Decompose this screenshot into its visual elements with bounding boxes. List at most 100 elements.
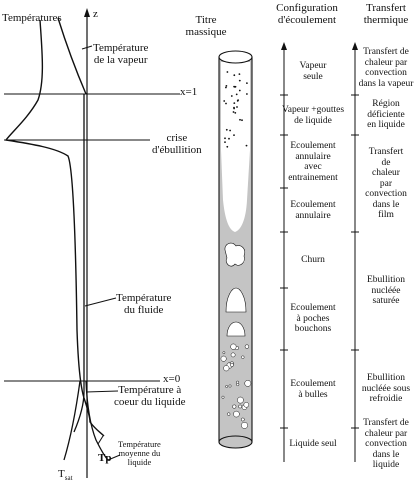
droplet <box>232 111 235 113</box>
bubble <box>228 384 232 388</box>
droplet <box>237 99 240 101</box>
tp-mark <box>97 435 104 445</box>
droplet <box>225 102 227 105</box>
tsat-label: Tsat <box>58 468 73 483</box>
droplet <box>225 86 227 89</box>
bubble <box>237 396 244 404</box>
regime-label: Churn <box>301 255 325 265</box>
droplet <box>234 112 237 114</box>
bubble <box>236 382 240 387</box>
droplet <box>233 86 236 88</box>
temperatures-label: Températures <box>2 12 62 24</box>
tube-annular-core <box>221 150 250 232</box>
droplet <box>238 89 241 92</box>
core-temperature-curve <box>63 380 81 461</box>
droplet <box>239 118 241 121</box>
droplet <box>246 82 248 84</box>
leader-core <box>85 390 119 393</box>
regime-axis-arrow <box>281 42 287 50</box>
wall-temperature-curve <box>4 19 105 437</box>
droplet <box>225 128 228 131</box>
droplet <box>233 102 236 104</box>
droplet <box>236 106 238 108</box>
droplet <box>235 93 238 96</box>
tp-label: Tp <box>98 452 112 464</box>
regime-ticks <box>280 94 288 429</box>
bubble <box>241 355 245 359</box>
x1-label: x=1 <box>180 86 198 98</box>
droplet <box>241 119 243 122</box>
tube-bottom <box>218 435 253 449</box>
tube-top <box>218 50 253 64</box>
bubble <box>230 352 236 358</box>
droplet <box>223 100 226 102</box>
bubble <box>233 410 240 418</box>
fluid-temperature-curve <box>73 94 85 433</box>
droplet <box>233 134 235 137</box>
z-axis-label: z <box>93 8 98 20</box>
tube-vapor-core <box>221 62 250 150</box>
droplet <box>229 129 232 132</box>
bubble <box>244 344 250 349</box>
bubble <box>221 395 225 399</box>
bubble <box>244 380 252 387</box>
leader-avg <box>107 454 121 461</box>
regime-label: Liquide seul <box>289 439 337 449</box>
leader-fluid <box>84 297 117 307</box>
droplet <box>226 145 229 148</box>
droplet <box>228 137 230 140</box>
transfer-ticks <box>351 94 359 429</box>
slug-bubble-1 <box>225 287 247 313</box>
droplet <box>238 79 241 82</box>
bubble <box>220 355 227 362</box>
droplet-group <box>223 71 248 148</box>
vapor-temperature-curve <box>57 17 87 95</box>
bubble <box>241 421 248 429</box>
bubble-group <box>220 343 252 429</box>
bubble <box>225 385 228 388</box>
droplet <box>224 137 226 140</box>
transfer-axis-arrow <box>352 42 358 50</box>
bubble <box>232 404 237 409</box>
droplet <box>224 141 226 144</box>
droplet <box>245 144 248 147</box>
leader-vapor <box>81 45 93 50</box>
average-temperature-curve <box>85 380 109 461</box>
bubble <box>243 402 250 408</box>
churn-bubble <box>224 242 245 267</box>
bubble <box>227 412 231 416</box>
bubble <box>230 343 237 350</box>
bubble <box>223 365 230 372</box>
slug-bubble-2 <box>226 321 246 337</box>
x0-label: x=0 <box>163 373 181 385</box>
droplet <box>233 106 235 109</box>
bubble <box>240 417 245 422</box>
droplet <box>233 74 236 77</box>
droplet <box>230 95 233 97</box>
z-axis-arrow <box>84 8 90 17</box>
bubble <box>229 362 234 367</box>
droplet <box>246 93 248 95</box>
bubble <box>238 404 242 409</box>
